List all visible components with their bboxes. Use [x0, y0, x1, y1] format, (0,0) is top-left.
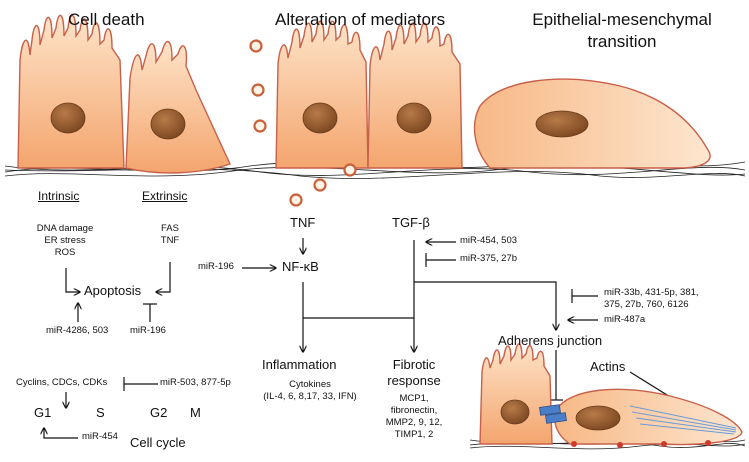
extrinsic-cause: TNF: [160, 235, 180, 246]
extrinsic-label: Extrinsic: [142, 189, 188, 203]
intrinsic-cause: DNA damage: [36, 223, 94, 234]
mir-apoptosis-inhibit: miR-196: [130, 325, 166, 336]
header-emt-line2: transition: [587, 32, 657, 51]
epithelial-cell-2: [125, 40, 231, 174]
mir-tgfb-promote: miR-454, 503: [460, 235, 518, 246]
mir-emt-inhibit-line1: miR-33b, 431-5p, 381,: [604, 287, 699, 298]
tnf-label: TNF: [290, 215, 316, 230]
secreted-vesicles: [249, 39, 357, 207]
adherens-junction-label: Adherens junction: [498, 333, 603, 348]
focal-adhesion-dots: [571, 440, 711, 448]
mesenchymal-cell: [473, 78, 711, 169]
fibrotic-item: MCP1,: [399, 393, 429, 404]
cytokines-list: (IL-4, 6, 8,17, 33, IFN): [263, 391, 357, 402]
epithelial-cell-1: [17, 14, 125, 169]
cell-cycle-arrows: [44, 377, 158, 439]
fibrotic-item: MMP2, 9, 12,: [385, 417, 443, 428]
fibrotic-item: fibronectin,: [390, 405, 438, 416]
header-cell-death: Cell death: [68, 10, 145, 29]
tgfb-label: TGF-β: [392, 215, 430, 230]
apoptosis-label: Apoptosis: [84, 283, 142, 298]
phase-g2: G2: [150, 405, 168, 420]
cell-cycle-label: Cell cycle: [130, 435, 186, 450]
epithelial-cell-3: [275, 20, 369, 169]
mir-g1: miR-454: [82, 431, 118, 442]
mir-apoptosis-promote: miR-4286, 503: [46, 325, 109, 336]
cell-cycle-regulators: Cyclins, CDCs, CDKs: [16, 377, 108, 388]
cytokines-label: Cytokines: [289, 379, 331, 390]
phase-g1: G1: [34, 405, 52, 420]
inflammation-label: Inflammation: [262, 357, 337, 372]
nfkb-label: NF-κB: [282, 259, 319, 274]
actins-label: Actins: [590, 359, 626, 374]
mir-emt-promote: miR-487a: [604, 314, 646, 325]
mir-cell-cycle-inhibit: miR-503, 877-5p: [160, 377, 231, 388]
mir-nfkb: miR-196: [198, 261, 234, 272]
intrinsic-cause: ROS: [54, 247, 76, 258]
fibrotic-item: TIMP1, 2: [394, 429, 434, 440]
phase-m: M: [190, 405, 201, 420]
adherens-junction-marker: [539, 404, 567, 424]
mir-emt-inhibit-line2: 375, 27b, 760, 6126: [604, 299, 689, 310]
mir-tgfb-inhibit: miR-375, 27b: [460, 253, 518, 264]
emt-mesenchymal-cell: [554, 388, 743, 446]
phase-s: S: [96, 405, 105, 420]
fibrotic-label-line1: Fibrotic: [392, 357, 436, 372]
epithelial-cell-4: [367, 22, 463, 169]
intrinsic-cause: ER stress: [44, 235, 86, 246]
emt-epithelial-cell: [479, 343, 553, 445]
extrinsic-cause: FAS: [161, 223, 179, 234]
header-emt-line1: Epithelial-mesenchymal: [532, 10, 712, 29]
intrinsic-label: Intrinsic: [38, 189, 80, 203]
header-alteration-of-mediators: Alteration of mediators: [275, 10, 446, 29]
apoptosis-arrows: [65, 262, 171, 322]
fibrotic-label-line2: response: [387, 373, 441, 388]
